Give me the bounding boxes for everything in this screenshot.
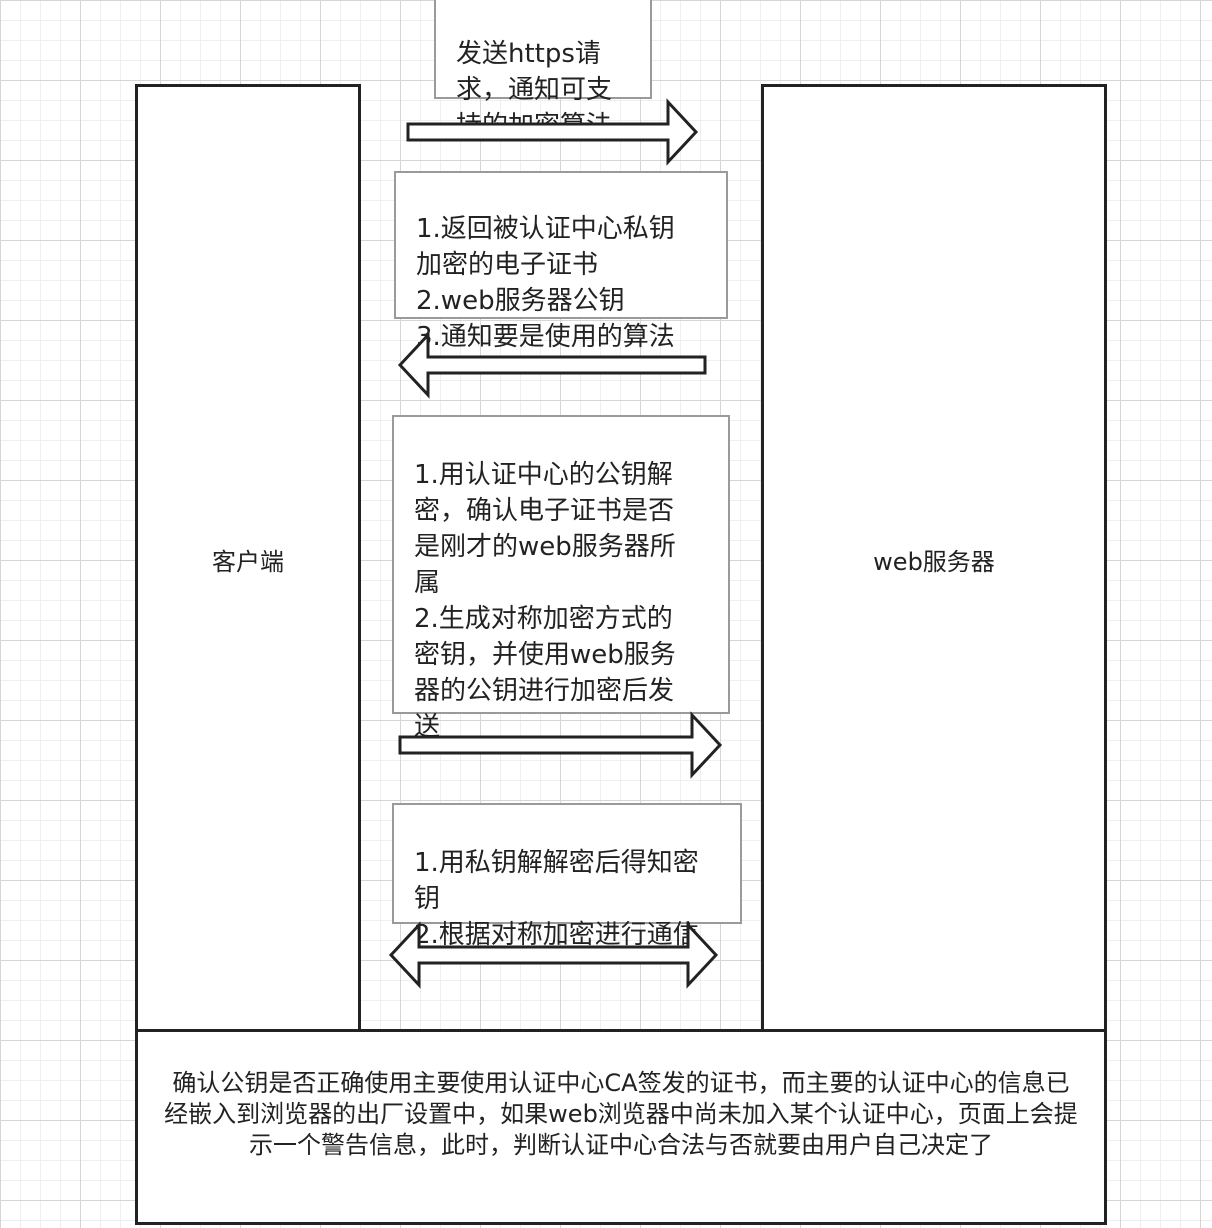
client-label: 客户端	[212, 547, 284, 576]
message-1-note: 发送https请 求，通知可支 持的加密算法	[434, 0, 652, 141]
message-3-note: 1.用认证中心的公钥解 密，确认电子证书是否 是刚才的web服务器所 属 2.生…	[392, 415, 730, 742]
footer-note-text: 确认公钥是否正确使用主要使用认证中心CA签发的证书，而主要的认证中心的信息已经嵌…	[164, 1069, 1078, 1159]
client-lifeline-box: 客户端	[135, 84, 361, 1034]
message-4-text: 1.用私钥解解密后得知密 钥 2.根据对称加密进行通信	[414, 848, 699, 950]
footer-note-box: 确认公钥是否正确使用主要使用认证中心CA签发的证书，而主要的认证中心的信息已经嵌…	[135, 1029, 1107, 1225]
server-lifeline-box: web服务器	[761, 84, 1107, 1034]
message-4-note: 1.用私钥解解密后得知密 钥 2.根据对称加密进行通信	[392, 803, 742, 950]
message-2-note: 1.返回被认证中心私钥 加密的电子证书 2.web服务器公钥 3.通知要是使用的…	[394, 171, 728, 352]
server-label: web服务器	[873, 547, 995, 576]
message-3-arrow-right	[398, 711, 723, 779]
message-4-arrow-bidirectional	[388, 921, 719, 989]
message-2-text: 1.返回被认证中心私钥 加密的电子证书 2.web服务器公钥 3.通知要是使用的…	[416, 214, 675, 352]
message-1-arrow-right	[406, 98, 699, 166]
message-3-text: 1.用认证中心的公钥解 密，确认电子证书是否 是刚才的web服务器所 属 2.生…	[414, 460, 676, 742]
message-2-arrow-left	[397, 331, 707, 399]
